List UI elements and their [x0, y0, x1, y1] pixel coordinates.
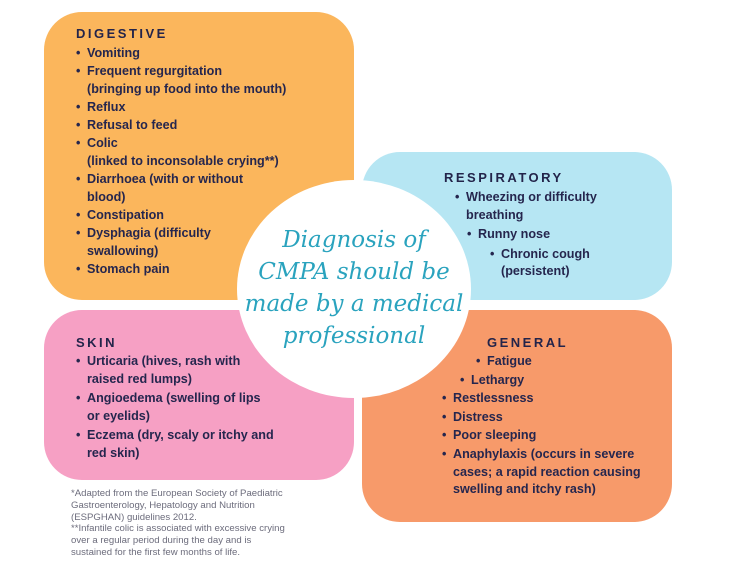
list-item: •Distress	[442, 409, 503, 424]
list-item: •Constipation	[76, 207, 164, 222]
list-item: •Colic(linked to inconsolable crying**)	[76, 136, 279, 168]
general-list: •Fatigue •Lethargy •Restlessness •Distre…	[442, 353, 667, 499]
center-circle: Diagnosis of CMPA should be made by a me…	[237, 180, 471, 398]
list-item: •Frequent regurgitation(bringing up food…	[76, 64, 287, 96]
list-item: •Refusal to feed	[76, 118, 178, 133]
list-item: •Vomiting	[76, 46, 140, 60]
list-item: •Runny nose	[467, 227, 551, 242]
general-heading: GENERAL	[487, 335, 569, 350]
center-statement: Diagnosis of CMPA should be made by a me…	[244, 227, 464, 349]
footnotes: *Adapted from the European Society of Pa…	[71, 488, 285, 558]
respiratory-heading: RESPIRATORY	[444, 170, 564, 185]
list-item: •Stomach pain	[76, 261, 170, 276]
list-item: •Poor sleeping	[442, 428, 537, 443]
digestive-list: •Vomiting •Frequent regurgitation(bringi…	[76, 45, 346, 279]
skin-heading: SKIN	[76, 335, 118, 350]
list-item: •Reflux	[76, 99, 126, 114]
list-item: •Fatigue	[476, 354, 532, 368]
digestive-panel: DIGESTIVE •Vomiting •Frequent regurgitat…	[44, 12, 354, 300]
list-item: •Chronic cough(persistent)	[490, 246, 590, 279]
list-item: •Restlessness	[442, 391, 534, 406]
list-item: •Lethargy	[460, 372, 525, 387]
digestive-heading: DIGESTIVE	[76, 26, 168, 41]
